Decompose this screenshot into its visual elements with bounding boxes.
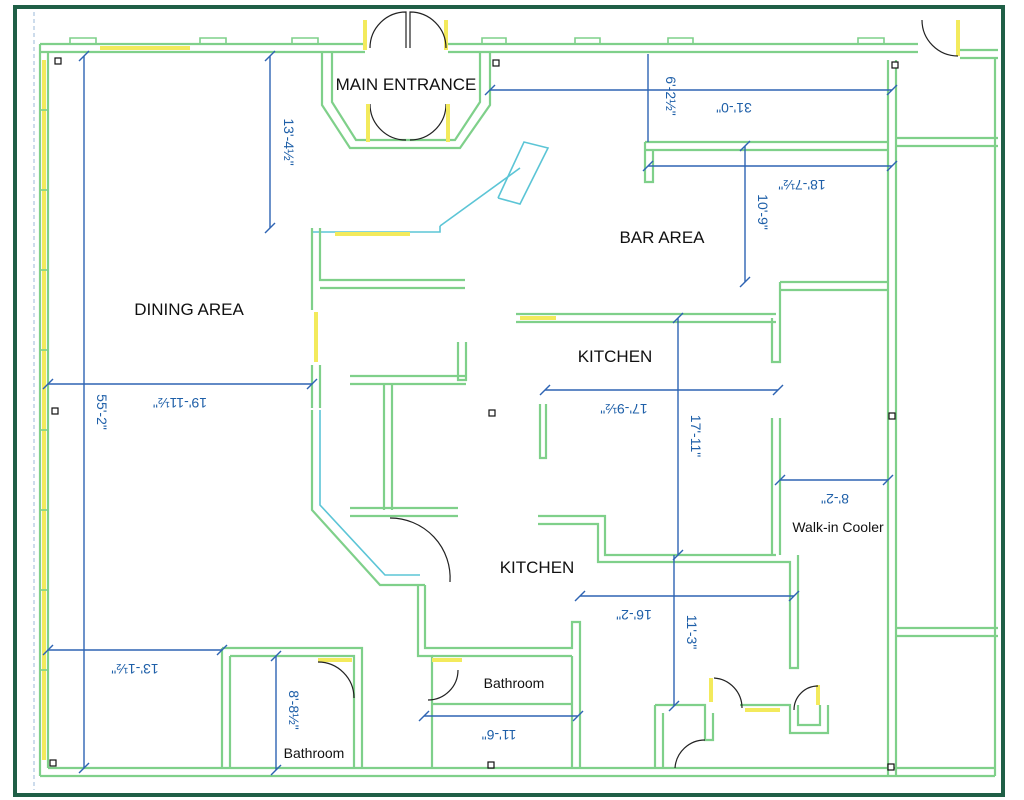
exterior-walls: [38, 37, 998, 778]
page-frame: [13, 5, 1005, 797]
dim-kitchen-lower-height: 11'-3": [684, 615, 700, 650]
dim-dining-width: 19'-11½": [153, 395, 207, 411]
dim-bar-width: 31'-0": [716, 100, 752, 116]
interior-walls: [220, 228, 830, 768]
room-label-kitchen-lower: KITCHEN: [500, 558, 575, 577]
room-label-bathroom-left: Bathroom: [284, 745, 345, 761]
dim-bar-depth: 10'-9": [755, 194, 771, 230]
room-label-bathroom-center: Bathroom: [484, 675, 545, 691]
room-label-main-entrance: MAIN ENTRANCE: [336, 75, 477, 94]
room-label-dining-area: DINING AREA: [134, 300, 244, 319]
window-mullions: [40, 109, 48, 671]
dim-bar-width-inner: 18'-7½": [778, 177, 825, 193]
dim-cooler-width: 8'-2": [821, 491, 849, 507]
bar-area-walls: [312, 140, 888, 364]
columns: [49, 57, 899, 771]
dim-kitchen-height: 17'-11": [688, 415, 704, 457]
dim-kitchen-lower-width: 16'-2": [616, 607, 652, 623]
room-label-walk-in-cooler: Walk-in Cooler: [792, 519, 884, 535]
dim-entrance-depth: 13'-4½": [281, 118, 297, 165]
dim-bath-left-height: 8'-8½": [286, 690, 302, 730]
windows: [42, 20, 960, 760]
room-label-kitchen-upper: KITCHEN: [578, 347, 653, 366]
dimension-lines: [42, 50, 898, 776]
room-label-bar-area: BAR AREA: [619, 228, 705, 247]
dim-kitchen-width: 17'-9½": [600, 401, 647, 417]
dim-bath-left-width: 13'-1½": [111, 661, 158, 677]
dim-bar-depth-top: 6'-2½": [663, 76, 679, 116]
dim-dining-height: 55'-2": [94, 394, 110, 430]
doors: [317, 517, 819, 769]
dim-bath-center-width: 11'-6": [482, 727, 517, 743]
entrance-vestibule: [320, 11, 959, 150]
